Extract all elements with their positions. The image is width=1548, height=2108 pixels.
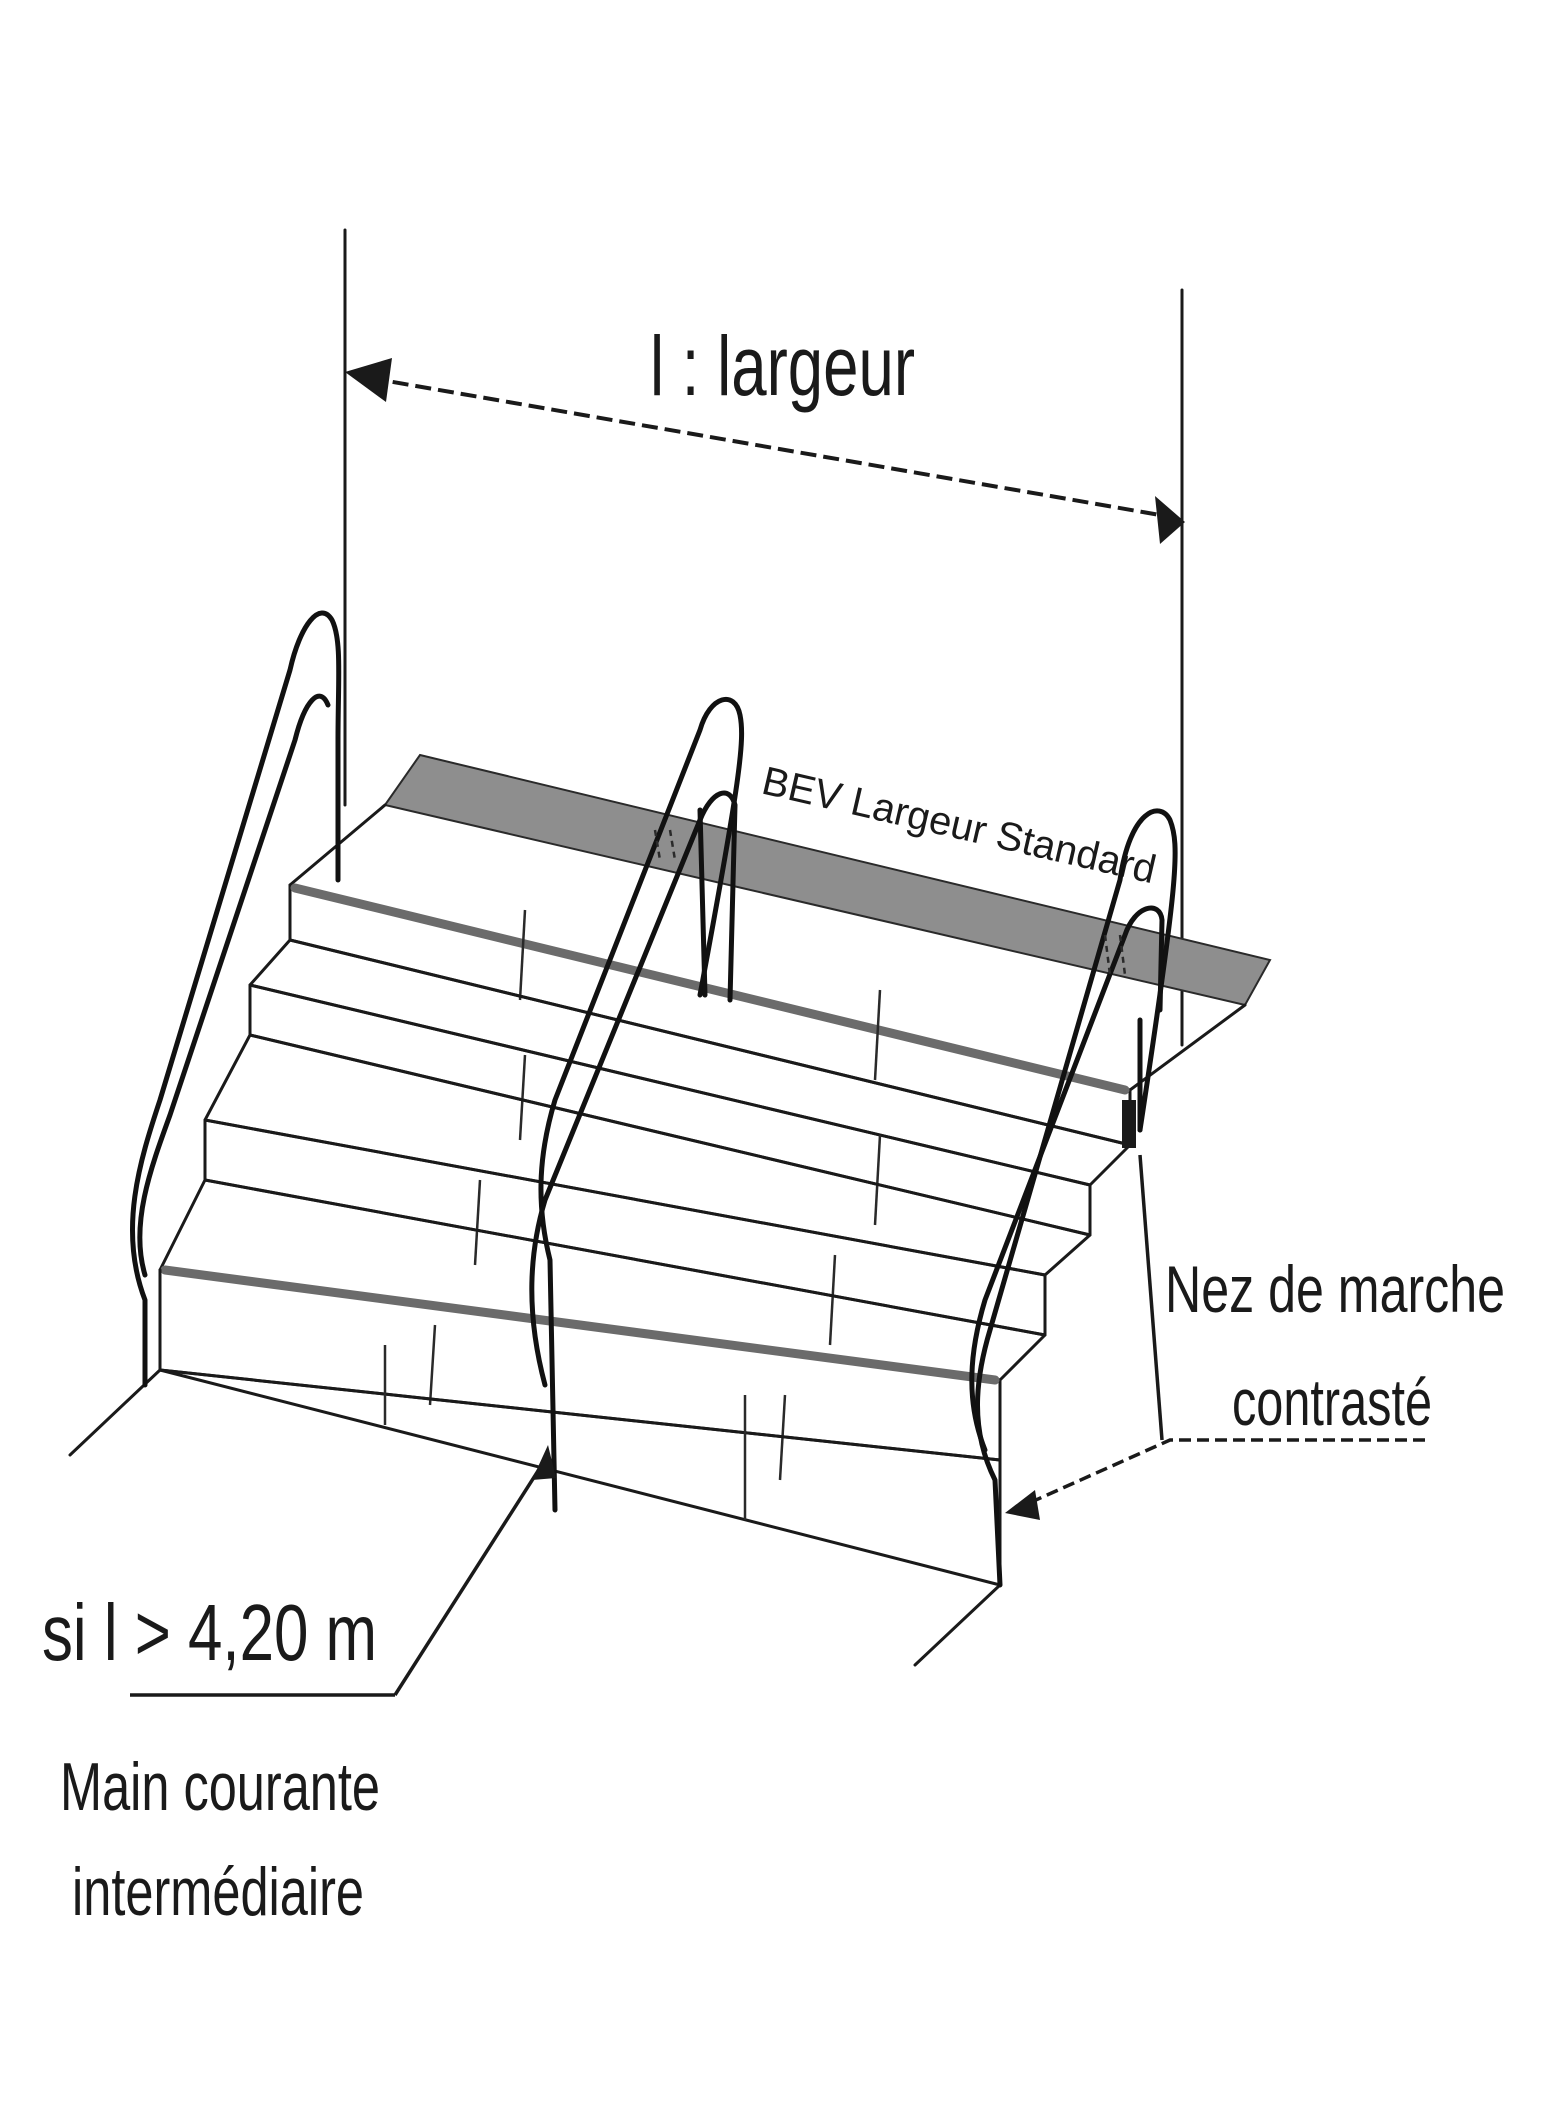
handrail-label-line2: intermédiaire (72, 1854, 364, 1930)
handrail-leader (130, 1445, 556, 1697)
left-handrail (129, 610, 342, 1388)
staircase (68, 883, 1132, 1667)
rail-support-marks (653, 829, 1127, 976)
condition-label: si l > 4,20 m (42, 1588, 377, 1677)
width-label: l : largeur (650, 319, 915, 413)
right-handrail (969, 808, 1178, 1588)
middle-handrail (529, 696, 745, 1513)
nosing-leader (1005, 1154, 1425, 1520)
nosing-label-line2: contrasté (1232, 1365, 1432, 1439)
nosing-bracket (1122, 1100, 1136, 1148)
nosing-label-line1: Nez de marche (1165, 1252, 1505, 1326)
width-dimension-arrow (345, 358, 1185, 544)
handrail-label-line1: Main courante (60, 1749, 380, 1825)
